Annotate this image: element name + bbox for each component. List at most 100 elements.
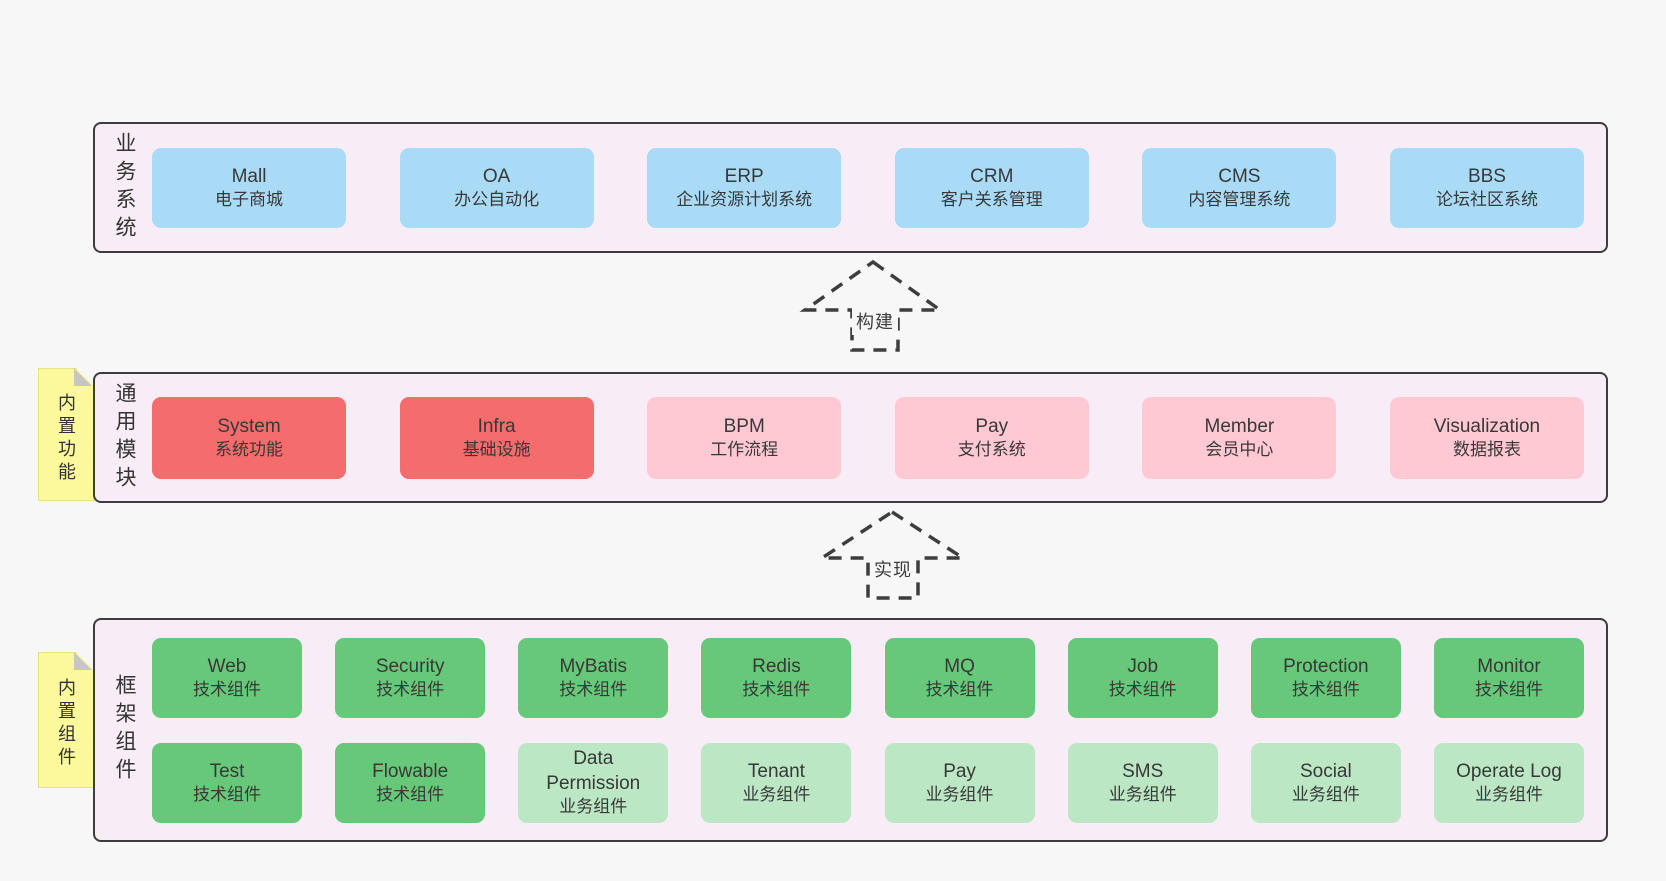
box-subtitle: 业务组件 — [1108, 784, 1177, 804]
box-subtitle: 基础设施 — [462, 439, 531, 459]
box-title: BPM — [723, 415, 765, 437]
box-subtitle: 业务组件 — [742, 784, 811, 804]
dashed-up-arrow-icon — [816, 509, 969, 600]
box-title: System — [217, 415, 281, 437]
box-title: Mall — [231, 165, 267, 187]
box-title: SMS — [1122, 760, 1164, 782]
sticky-note-built-in-features: 内置功能 — [38, 368, 94, 501]
box-subtitle: 技术组件 — [925, 679, 994, 699]
box-title: Web — [207, 655, 247, 677]
arrow-implement-label: 实现 — [870, 555, 916, 583]
box-title: OA — [482, 165, 511, 187]
box-subtitle: 数据报表 — [1452, 439, 1521, 459]
arrow-build-label: 构建 — [852, 307, 898, 335]
sticky-note-built-in-components: 内置组件 — [38, 652, 94, 788]
box-subtitle: 系统功能 — [215, 439, 283, 459]
dashed-up-arrow-icon — [799, 259, 946, 352]
panel-side-label: 框架组件 — [113, 674, 136, 786]
box-subtitle: 会员中心 — [1205, 439, 1274, 459]
box-subtitle: 内容管理系统 — [1188, 189, 1291, 209]
box-subtitle: 技术组件 — [376, 679, 445, 699]
box-subtitle: 电子商城 — [215, 189, 283, 209]
box-title: Operate Log — [1456, 760, 1562, 782]
box-title: Tenant — [747, 760, 805, 782]
box-subtitle: 业务组件 — [1291, 784, 1360, 804]
box-title: Protection — [1283, 655, 1369, 677]
box-subtitle: 技术组件 — [376, 784, 445, 804]
box-subtitle: 论坛社区系统 — [1435, 189, 1538, 209]
box-subtitle: 技术组件 — [1291, 679, 1360, 699]
box-title: CMS — [1218, 165, 1261, 187]
box-subtitle: 业务组件 — [559, 797, 628, 817]
arrow-implement: 实现 — [815, 505, 970, 605]
box-title: ERP — [724, 165, 764, 187]
box-subtitle: 技术组件 — [742, 679, 811, 699]
box-title: CRM — [970, 165, 1014, 187]
sticky-note-label: 内置组件 — [56, 678, 76, 770]
box-subtitle: 技术组件 — [193, 784, 261, 804]
box-subtitle: 技术组件 — [1474, 679, 1543, 699]
sticky-note-label: 内置功能 — [56, 392, 76, 485]
box-subtitle: 业务组件 — [1474, 784, 1543, 804]
box-subtitle: 客户关系管理 — [940, 189, 1043, 209]
box-title: Test — [209, 760, 245, 782]
box-title: Flowable — [372, 760, 449, 782]
box-subtitle: 企业资源计划系统 — [676, 189, 813, 209]
box-title: BBS — [1467, 165, 1506, 187]
panel-side-label: 业务系统 — [113, 131, 136, 244]
box-subtitle: 技术组件 — [193, 679, 261, 699]
box-title: Pay — [943, 760, 976, 782]
box-subtitle: 办公自动化 — [454, 189, 540, 209]
box-title: Redis — [752, 655, 801, 677]
box-subtitle: 技术组件 — [1108, 679, 1177, 699]
box-title: Visualization — [1433, 415, 1541, 437]
arrow-build: 构建 — [795, 255, 950, 355]
box-subtitle: 工作流程 — [710, 439, 779, 459]
box-title: Job — [1127, 655, 1159, 677]
box-title: Social — [1299, 760, 1352, 782]
box-title: Monitor — [1477, 655, 1541, 677]
box-subtitle: 业务组件 — [925, 784, 994, 804]
box-subtitle: 支付系统 — [957, 439, 1026, 459]
box-title: Member — [1204, 415, 1275, 437]
box-title: Data Permission — [546, 748, 641, 795]
box-title: Security — [375, 655, 445, 677]
box-title: Pay — [975, 415, 1009, 437]
